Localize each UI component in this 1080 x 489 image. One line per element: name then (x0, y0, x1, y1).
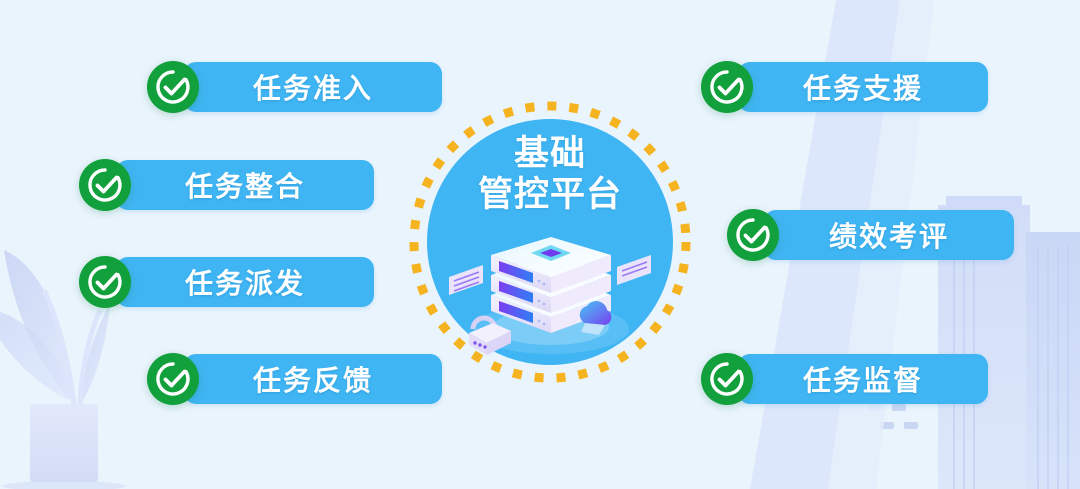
node-pill[interactable]: 绩效考评 (764, 210, 1014, 260)
node-task-dispatch[interactable]: 任务派发 (78, 255, 374, 309)
node-task-integration[interactable]: 任务整合 (78, 158, 374, 212)
hub-title: 基础 管控平台 (405, 133, 695, 216)
node-pill[interactable]: 任务派发 (116, 257, 374, 307)
check-circle-icon (701, 61, 753, 113)
check-circle-icon (79, 159, 131, 211)
check-circle-icon (147, 353, 199, 405)
check-circle-icon (727, 209, 779, 261)
node-label: 任务监督 (802, 365, 923, 396)
node-task-admission[interactable]: 任务准入 (146, 60, 442, 114)
node-pill[interactable]: 任务反馈 (184, 354, 442, 404)
hub-title-line1: 基础 (513, 134, 586, 173)
node-pill[interactable]: 任务监督 (738, 354, 988, 404)
node-pill[interactable]: 任务整合 (116, 160, 374, 210)
node-pill[interactable]: 任务支援 (738, 62, 988, 112)
node-pill[interactable]: 任务准入 (184, 62, 442, 112)
node-label: 任务支援 (802, 73, 923, 104)
node-task-feedback[interactable]: 任务反馈 (146, 352, 442, 406)
central-hub: 基础 管控平台 (405, 97, 695, 387)
potted-plant-decoration (0, 250, 126, 489)
node-label: 绩效考评 (828, 221, 949, 252)
check-circle-icon (701, 353, 753, 405)
node-label: 任务整合 (184, 171, 305, 202)
server-rack-icon (449, 237, 651, 355)
node-label: 任务反馈 (252, 365, 373, 396)
node-task-support[interactable]: 任务支援 (700, 60, 988, 114)
hub-title-line2: 管控平台 (477, 175, 622, 215)
node-performance-review[interactable]: 绩效考评 (726, 208, 1014, 262)
dashed-ring-icon (409, 101, 691, 383)
node-task-supervision[interactable]: 任务监督 (700, 352, 988, 406)
node-label: 任务派发 (184, 268, 305, 299)
check-circle-icon (147, 61, 199, 113)
node-label: 任务准入 (252, 73, 373, 104)
check-circle-icon (79, 256, 131, 308)
